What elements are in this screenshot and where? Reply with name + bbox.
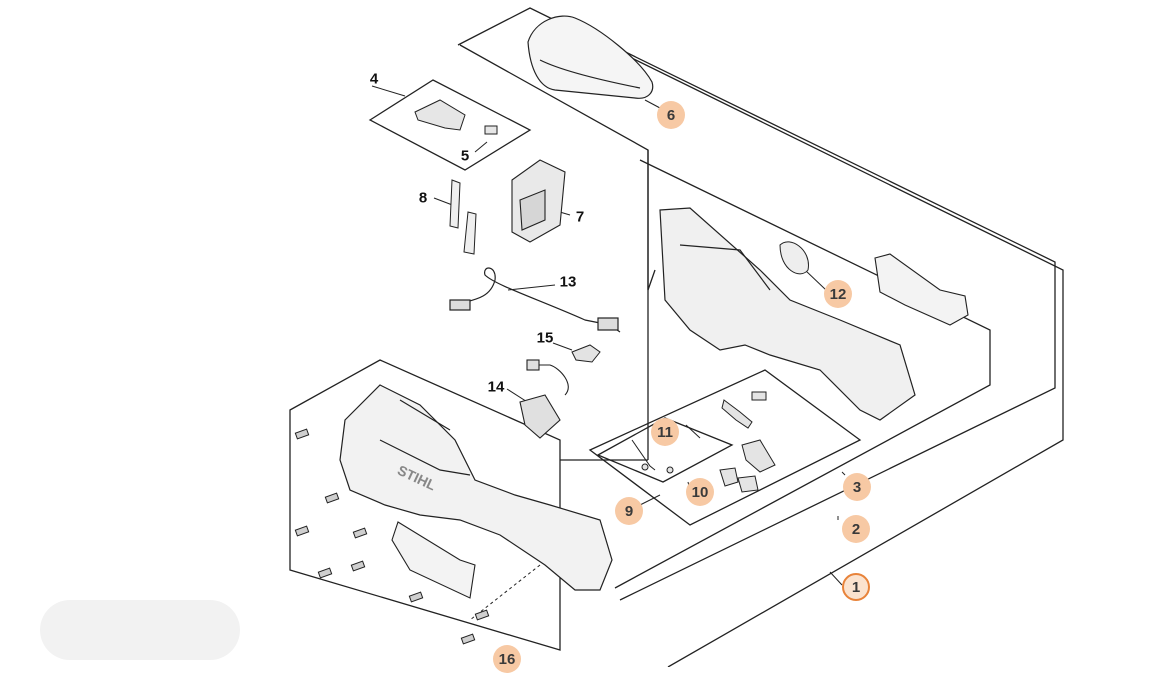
housing-half-lower xyxy=(339,384,613,591)
frame-assembly-2 xyxy=(559,19,1056,601)
callout-16[interactable]: 16 xyxy=(493,645,521,673)
callout-6[interactable]: 6 xyxy=(657,101,685,129)
membrane-disk xyxy=(779,241,809,275)
cover-part xyxy=(527,15,654,99)
side-cover xyxy=(874,253,969,326)
clip-part xyxy=(414,99,498,135)
frame-kit-11 xyxy=(596,417,734,483)
label-4: 4 xyxy=(369,70,379,88)
label-5: 5 xyxy=(460,147,470,165)
frame-assembly-1 xyxy=(457,7,1064,667)
label-13: 13 xyxy=(559,273,577,291)
background-shadow xyxy=(40,600,240,660)
label-8: 8 xyxy=(418,189,428,207)
label-14: 14 xyxy=(487,378,505,396)
callout-10[interactable]: 10 xyxy=(686,478,714,506)
frame-kit-4 xyxy=(368,79,532,171)
callout-1[interactable]: 1 xyxy=(842,573,870,601)
housing-half-upper xyxy=(659,207,916,421)
small-parts-kit xyxy=(631,391,776,493)
frame-kit-9 xyxy=(588,369,862,526)
callout-9[interactable]: 9 xyxy=(615,497,643,525)
callout-12[interactable]: 12 xyxy=(824,280,852,308)
grip-cover xyxy=(391,521,476,599)
battery-socket xyxy=(511,159,566,243)
callout-11[interactable]: 11 xyxy=(651,418,679,446)
label-7: 7 xyxy=(575,208,585,226)
strip-parts xyxy=(449,179,477,255)
screws xyxy=(294,428,490,645)
trigger-switch-14 xyxy=(519,359,569,439)
callout-2[interactable]: 2 xyxy=(842,515,870,543)
callout-3[interactable]: 3 xyxy=(843,473,871,501)
frame-assembly-3 xyxy=(614,159,991,589)
cable-harness xyxy=(449,267,621,333)
switch-part-15 xyxy=(571,344,601,363)
label-15: 15 xyxy=(536,329,554,347)
